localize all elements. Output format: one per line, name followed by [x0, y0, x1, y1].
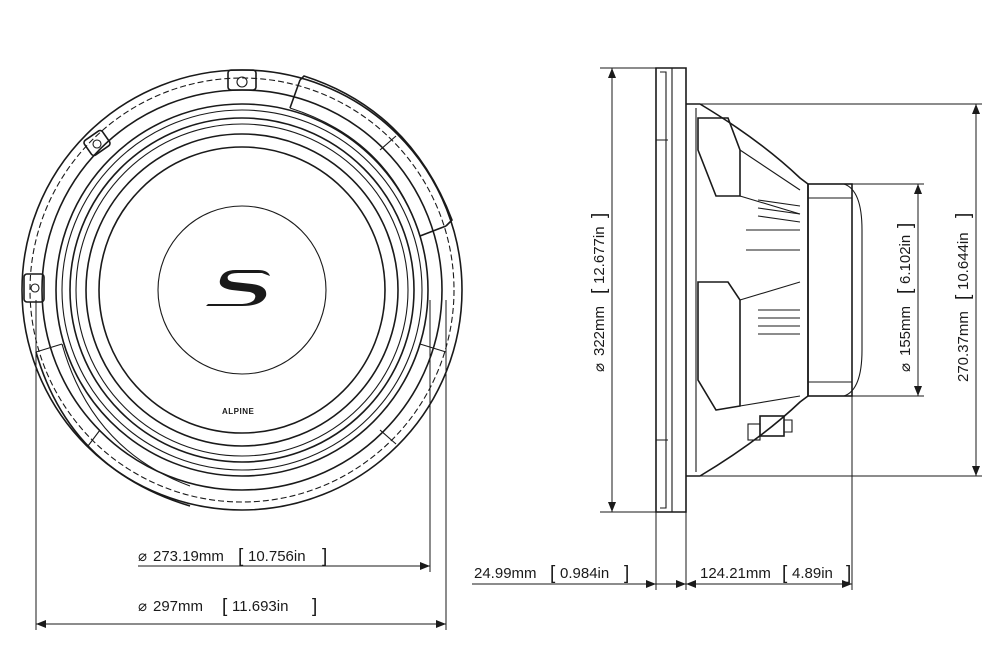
dimension-outer-diameter: ⌀ 297mm [ 11.693in ] [36, 596, 446, 628]
bracket-close: ] [846, 563, 851, 584]
flange-depth-imperial: 0.984in [560, 565, 609, 582]
frame-diameter-metric: 322mm [591, 306, 608, 356]
mounting-tab-upper-left [83, 129, 111, 157]
mounting-tab-left [23, 273, 45, 303]
outer-diameter-symbol: ⌀ [138, 598, 147, 615]
front-view: S ALPINE ⌀ 273.19mm [ 10.756in ] ⌀ 297mm… [21, 69, 463, 630]
bracket-close: ] [589, 213, 610, 218]
inner-diameter-symbol: ⌀ [138, 548, 147, 565]
side-view: ⌀ 322mm [ 12.677in ] ⌀ 155mm [ 6.102in ] [472, 67, 982, 590]
s-logo: S [206, 270, 270, 306]
magnet-diameter-symbol: ⌀ [897, 363, 914, 372]
magnet-diameter-imperial: 6.102in [897, 235, 914, 284]
frame-diameter-symbol: ⌀ [591, 363, 608, 372]
bracket-close: ] [624, 563, 629, 584]
bracket-close: ] [895, 223, 916, 228]
frame-flange [655, 67, 687, 513]
dimension-flange-depth: 24.99mm [ 0.984in ] [472, 563, 686, 588]
dimension-magnet-diameter: ⌀ 155mm [ 6.102in ] [895, 184, 922, 396]
brand-logo-text: ALPINE [222, 407, 255, 416]
dimension-frame-diameter: ⌀ 322mm [ 12.677in ] [589, 68, 616, 512]
speaker-front-rings [21, 69, 463, 511]
flange-depth-metric: 24.99mm [474, 565, 537, 582]
mount-depth-metric: 124.21mm [700, 565, 771, 582]
inner-diameter-imperial: 10.756in [248, 548, 306, 565]
bracket-open: [ [222, 596, 228, 617]
bracket-open: [ [782, 563, 788, 584]
dimension-inner-diameter: ⌀ 273.19mm [ 10.756in ] [138, 546, 430, 570]
magnet-assembly [807, 183, 863, 397]
bracket-close: ] [322, 546, 327, 567]
bracket-open: [ [589, 288, 610, 294]
mount-depth-imperial: 4.89in [792, 565, 833, 582]
vent-slots-lower [758, 309, 800, 335]
outer-diameter-metric: 297mm [153, 598, 203, 615]
outer-diameter-imperial: 11.693in [232, 598, 288, 615]
overall-height-imperial: 10.644in [955, 232, 972, 290]
terminal-block [747, 415, 793, 441]
dimension-mount-depth: 124.21mm [ 4.89in ] [686, 563, 852, 588]
vent-slots-upper [757, 199, 801, 223]
frame-diameter-imperial: 12.677in [591, 226, 608, 284]
bracket-close: ] [953, 213, 974, 218]
bracket-open: [ [895, 288, 916, 294]
bracket-close: ] [312, 596, 317, 617]
trim-ring-segment [35, 75, 453, 507]
bracket-open: [ [550, 563, 556, 584]
mounting-tab-top [227, 69, 257, 91]
bracket-open: [ [953, 294, 974, 300]
overall-height-metric: 270.37mm [955, 311, 972, 382]
inner-diameter-metric: 273.19mm [153, 548, 224, 565]
bracket-open: [ [238, 546, 244, 567]
dimension-overall-height: 270.37mm [ 10.644in ] [953, 104, 980, 476]
magnet-diameter-metric: 155mm [897, 306, 914, 356]
